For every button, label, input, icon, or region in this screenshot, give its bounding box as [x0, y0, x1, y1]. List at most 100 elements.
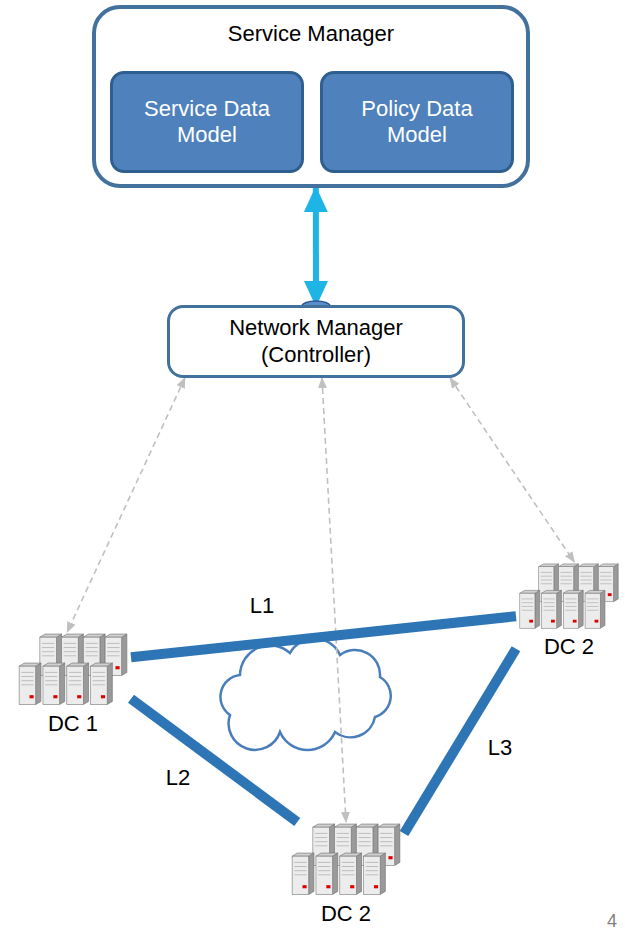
server-bay: [21, 672, 33, 673]
server-bay: [358, 845, 370, 846]
server-side: [557, 590, 562, 628]
server-tower: [316, 853, 338, 894]
node-label: Service Manager: [96, 21, 526, 47]
server-bay: [366, 866, 378, 867]
server-bay: [380, 837, 392, 838]
server-bay: [42, 651, 54, 652]
server-bay: [337, 845, 349, 846]
server-led: [303, 885, 307, 888]
link-label: L3: [485, 735, 515, 761]
server-tower: [67, 663, 89, 704]
server-bay: [45, 684, 57, 685]
node-label: Network Manager (Controller): [200, 315, 432, 368]
server-front: [292, 856, 309, 894]
server-top: [520, 590, 540, 593]
server-bay: [366, 874, 378, 875]
server-tower: [364, 853, 386, 894]
server-led: [53, 695, 57, 698]
server-front: [91, 666, 108, 704]
server-led: [529, 620, 533, 623]
server-tower: [19, 663, 41, 704]
server-side: [309, 853, 314, 894]
server-top: [378, 824, 400, 827]
server-top: [313, 824, 335, 827]
server-led: [551, 620, 555, 623]
server-bay: [543, 610, 554, 611]
server-front: [67, 666, 84, 704]
control-arrow: [450, 378, 574, 562]
server-bay: [600, 583, 611, 584]
server-top: [105, 634, 127, 637]
server-bay: [522, 602, 533, 603]
server-led: [388, 856, 392, 859]
server-bay: [541, 576, 552, 577]
server-bay: [543, 602, 554, 603]
server-led: [326, 885, 330, 888]
server-led: [573, 620, 577, 623]
server-bay: [358, 837, 370, 838]
server-tower: [563, 590, 583, 628]
server-led: [115, 666, 119, 669]
server-bay: [85, 647, 97, 648]
server-bay: [342, 862, 354, 863]
server-tower: [520, 590, 540, 628]
server-led: [608, 593, 612, 596]
server-bay: [600, 576, 611, 577]
server-bay: [64, 647, 76, 648]
server-bay: [42, 647, 54, 648]
server-bay: [315, 833, 327, 834]
server-bay: [69, 676, 81, 677]
page-number: 4: [607, 911, 617, 932]
server-tower: [542, 590, 562, 628]
server-bay: [543, 598, 554, 599]
server-led: [374, 885, 378, 888]
server-bay: [565, 602, 576, 603]
server-bay: [69, 680, 81, 681]
server-front: [19, 666, 36, 704]
server-tower: [292, 853, 314, 894]
server-bay: [69, 672, 81, 673]
server-bay: [380, 841, 392, 842]
server-front: [340, 856, 357, 894]
server-top: [335, 824, 357, 827]
server-top: [316, 853, 338, 856]
server-front: [542, 593, 557, 628]
server-bay: [315, 841, 327, 842]
dc-link: [131, 699, 297, 822]
server-bay: [380, 833, 392, 834]
server-bay: [107, 651, 119, 652]
server-side: [36, 663, 41, 704]
server-side: [122, 634, 127, 675]
dc-link: [131, 616, 516, 657]
server-bay: [522, 606, 533, 607]
server-bay: [587, 602, 598, 603]
server-bay: [541, 572, 552, 573]
server-bay: [85, 643, 97, 644]
server-front: [316, 856, 333, 894]
data-model-box: Service Data Model: [110, 71, 304, 173]
server-bay: [337, 833, 349, 834]
server-top: [364, 853, 386, 856]
server-bay: [85, 651, 97, 652]
server-bay: [366, 862, 378, 863]
server-tower: [340, 853, 362, 894]
server-top: [356, 824, 378, 827]
server-led: [350, 885, 354, 888]
server-bay: [543, 606, 554, 607]
server-led: [595, 620, 599, 623]
server-bay: [366, 870, 378, 871]
server-bay: [315, 837, 327, 838]
server-bay: [45, 680, 57, 681]
server-side: [395, 824, 400, 865]
server-bay: [21, 680, 33, 681]
server-front: [520, 593, 535, 628]
server-bay: [318, 870, 330, 871]
node-label: DC 2: [544, 634, 594, 660]
server-bay: [580, 579, 591, 580]
server-bay: [587, 610, 598, 611]
server-top: [43, 663, 65, 666]
server-bay: [337, 841, 349, 842]
server-bay: [45, 676, 57, 677]
server-bay: [358, 841, 370, 842]
server-bay: [580, 572, 591, 573]
